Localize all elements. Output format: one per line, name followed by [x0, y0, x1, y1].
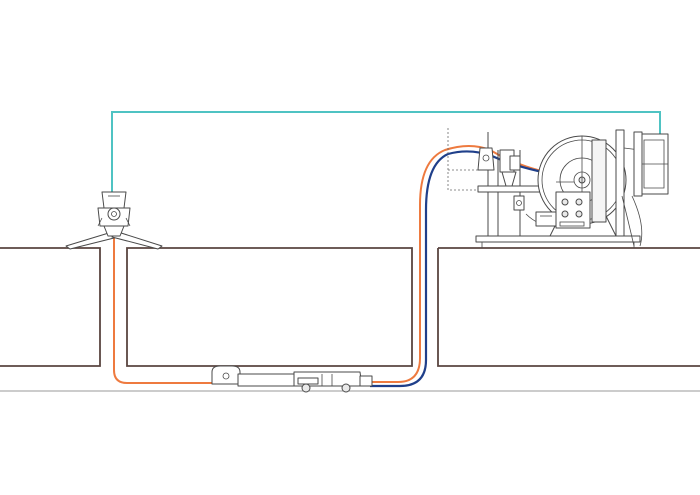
ground-block-middle: [126, 247, 413, 367]
ground-surface: [0, 247, 700, 367]
signal-cable: [111, 111, 661, 194]
push-cable: [113, 145, 561, 384]
control-box: [535, 191, 591, 229]
ground-block-right: [437, 247, 700, 367]
sewer-inspection-crawler: [211, 365, 373, 393]
control-panel-icon: [535, 191, 591, 229]
crawler-icon: [211, 365, 373, 393]
monitor-unit: [633, 131, 669, 197]
ground-block-left: [0, 247, 101, 367]
monitor-icon: [633, 131, 669, 197]
manhole-roller-guide: [65, 191, 163, 250]
roller-guide-icon: [65, 191, 163, 250]
